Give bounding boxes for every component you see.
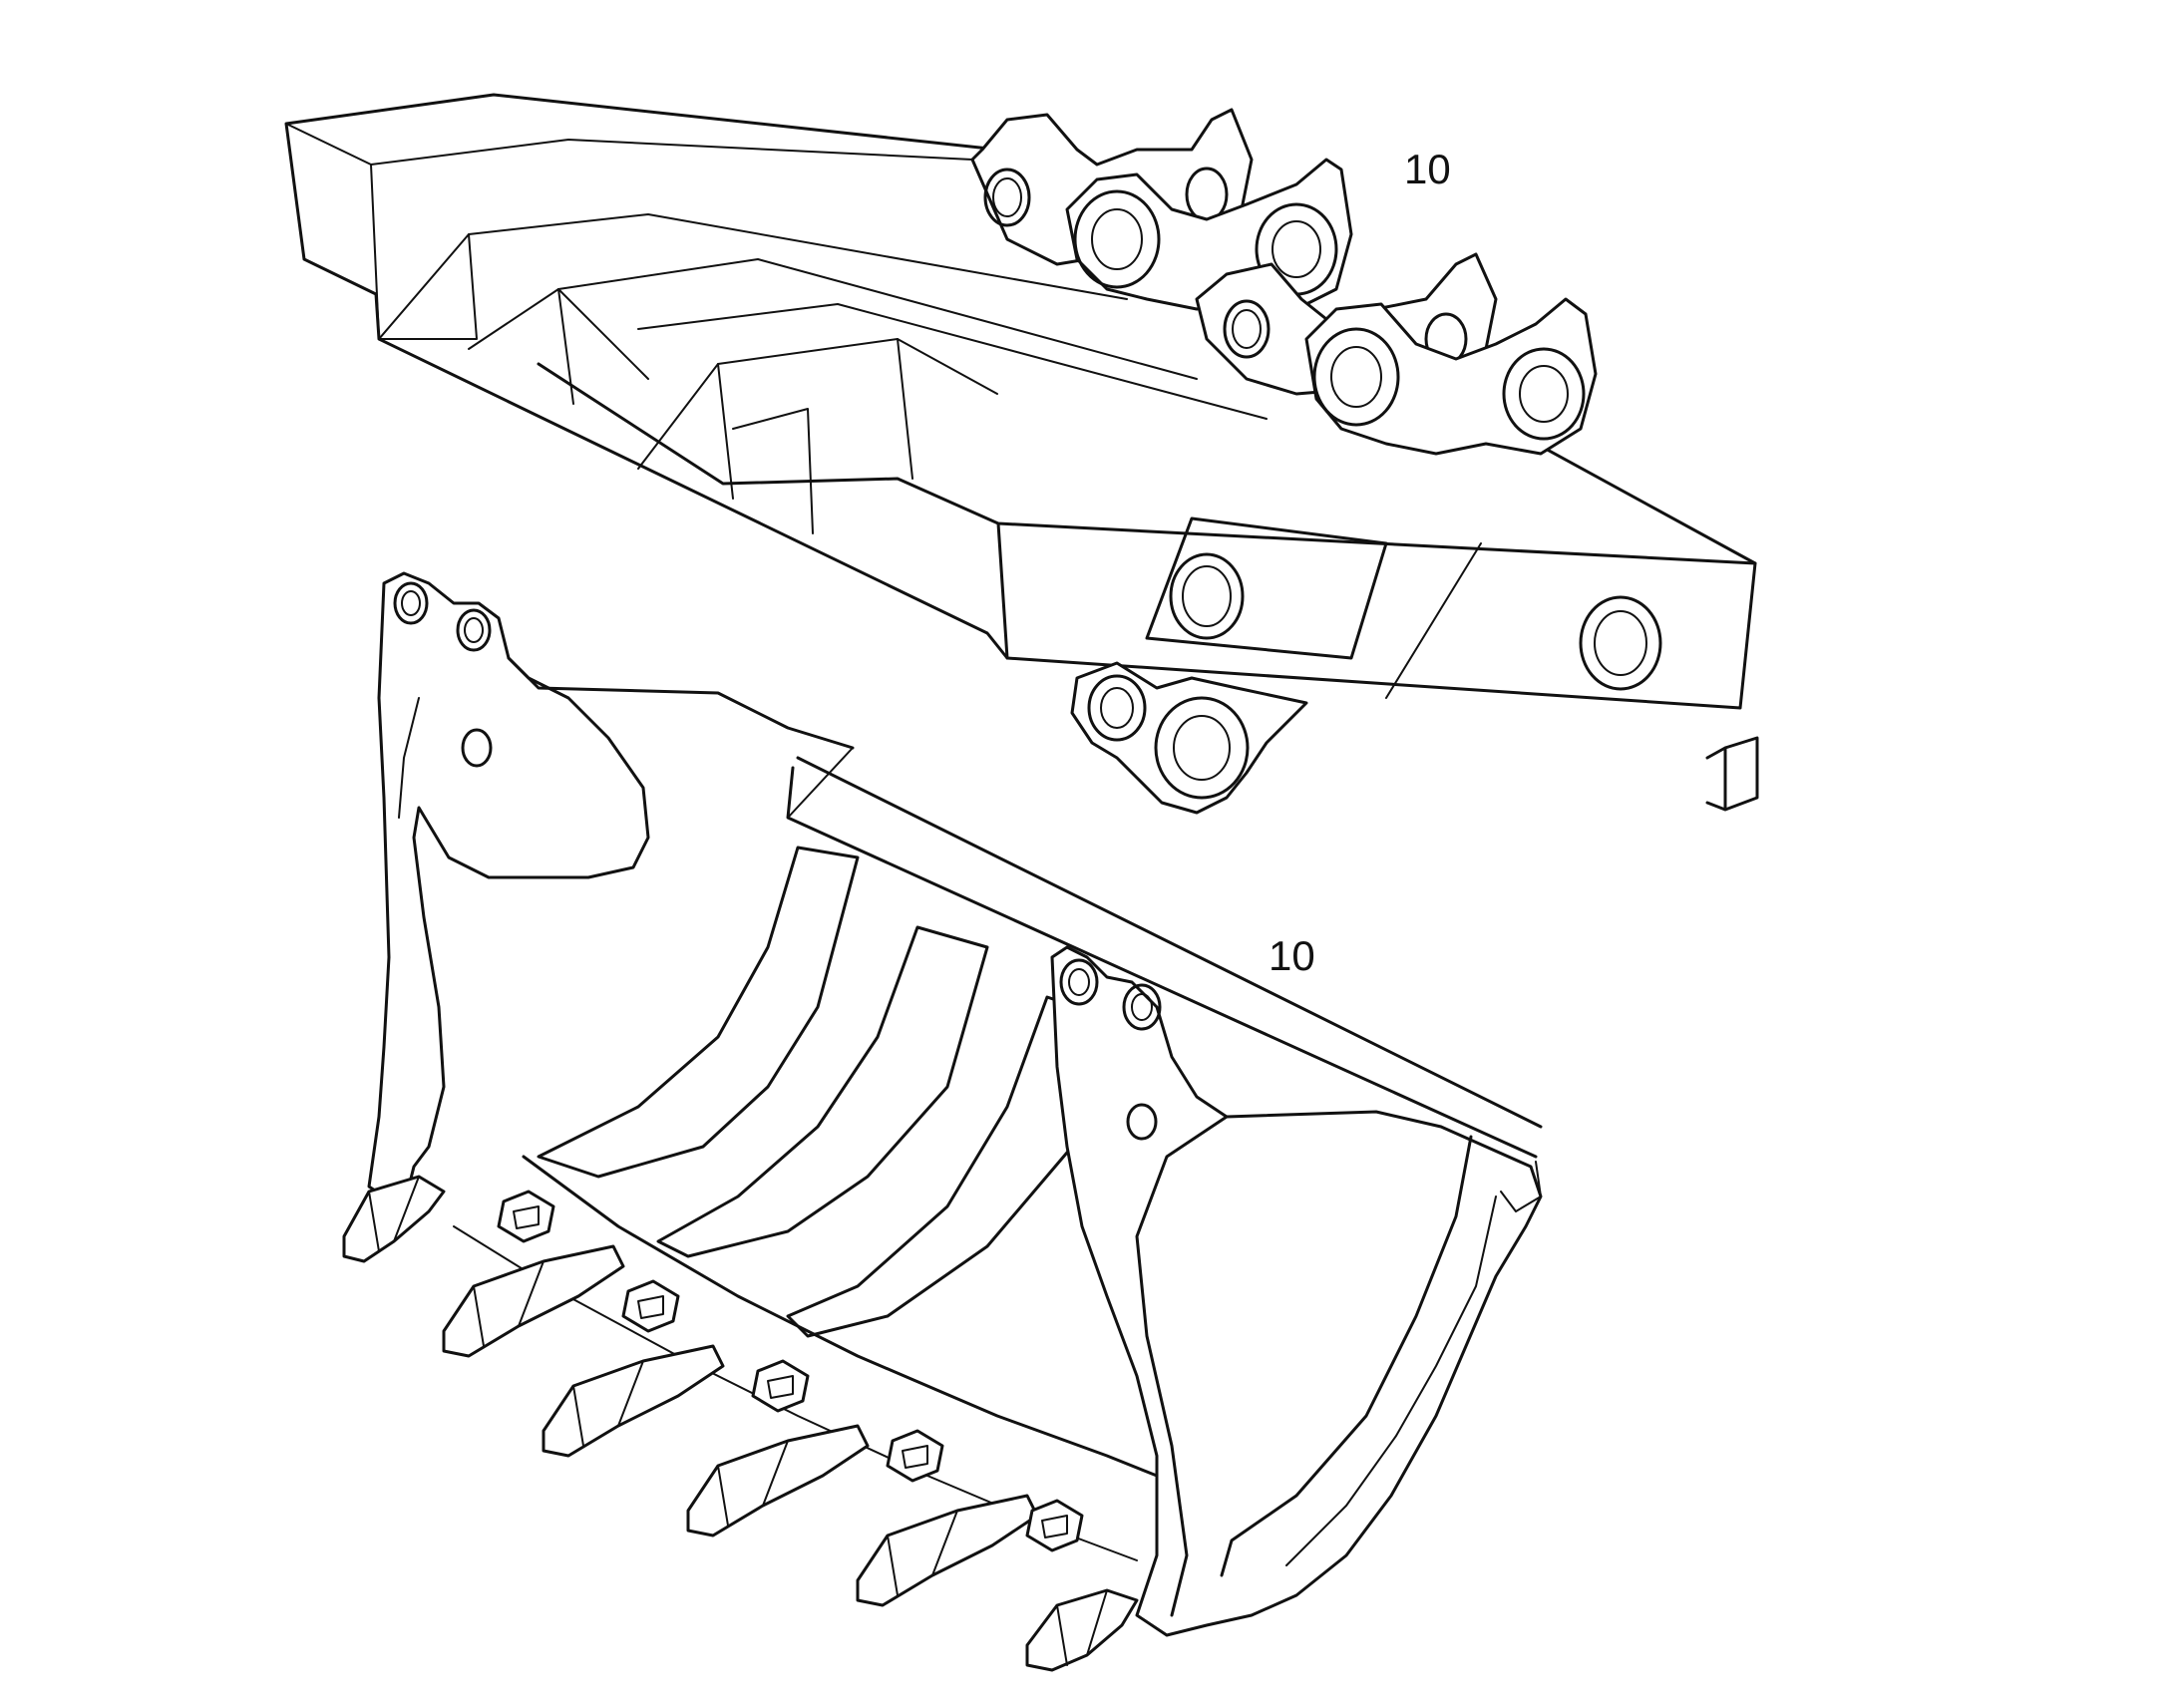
bucket-assembly — [342, 571, 1543, 1672]
wear-pads — [497, 1190, 1084, 1552]
lift-frame-assembly — [284, 93, 1759, 815]
callout-label-lower: 10 — [1269, 932, 1315, 979]
callout-label-upper: 10 — [1404, 146, 1451, 192]
bucket-teeth — [342, 1175, 1139, 1672]
